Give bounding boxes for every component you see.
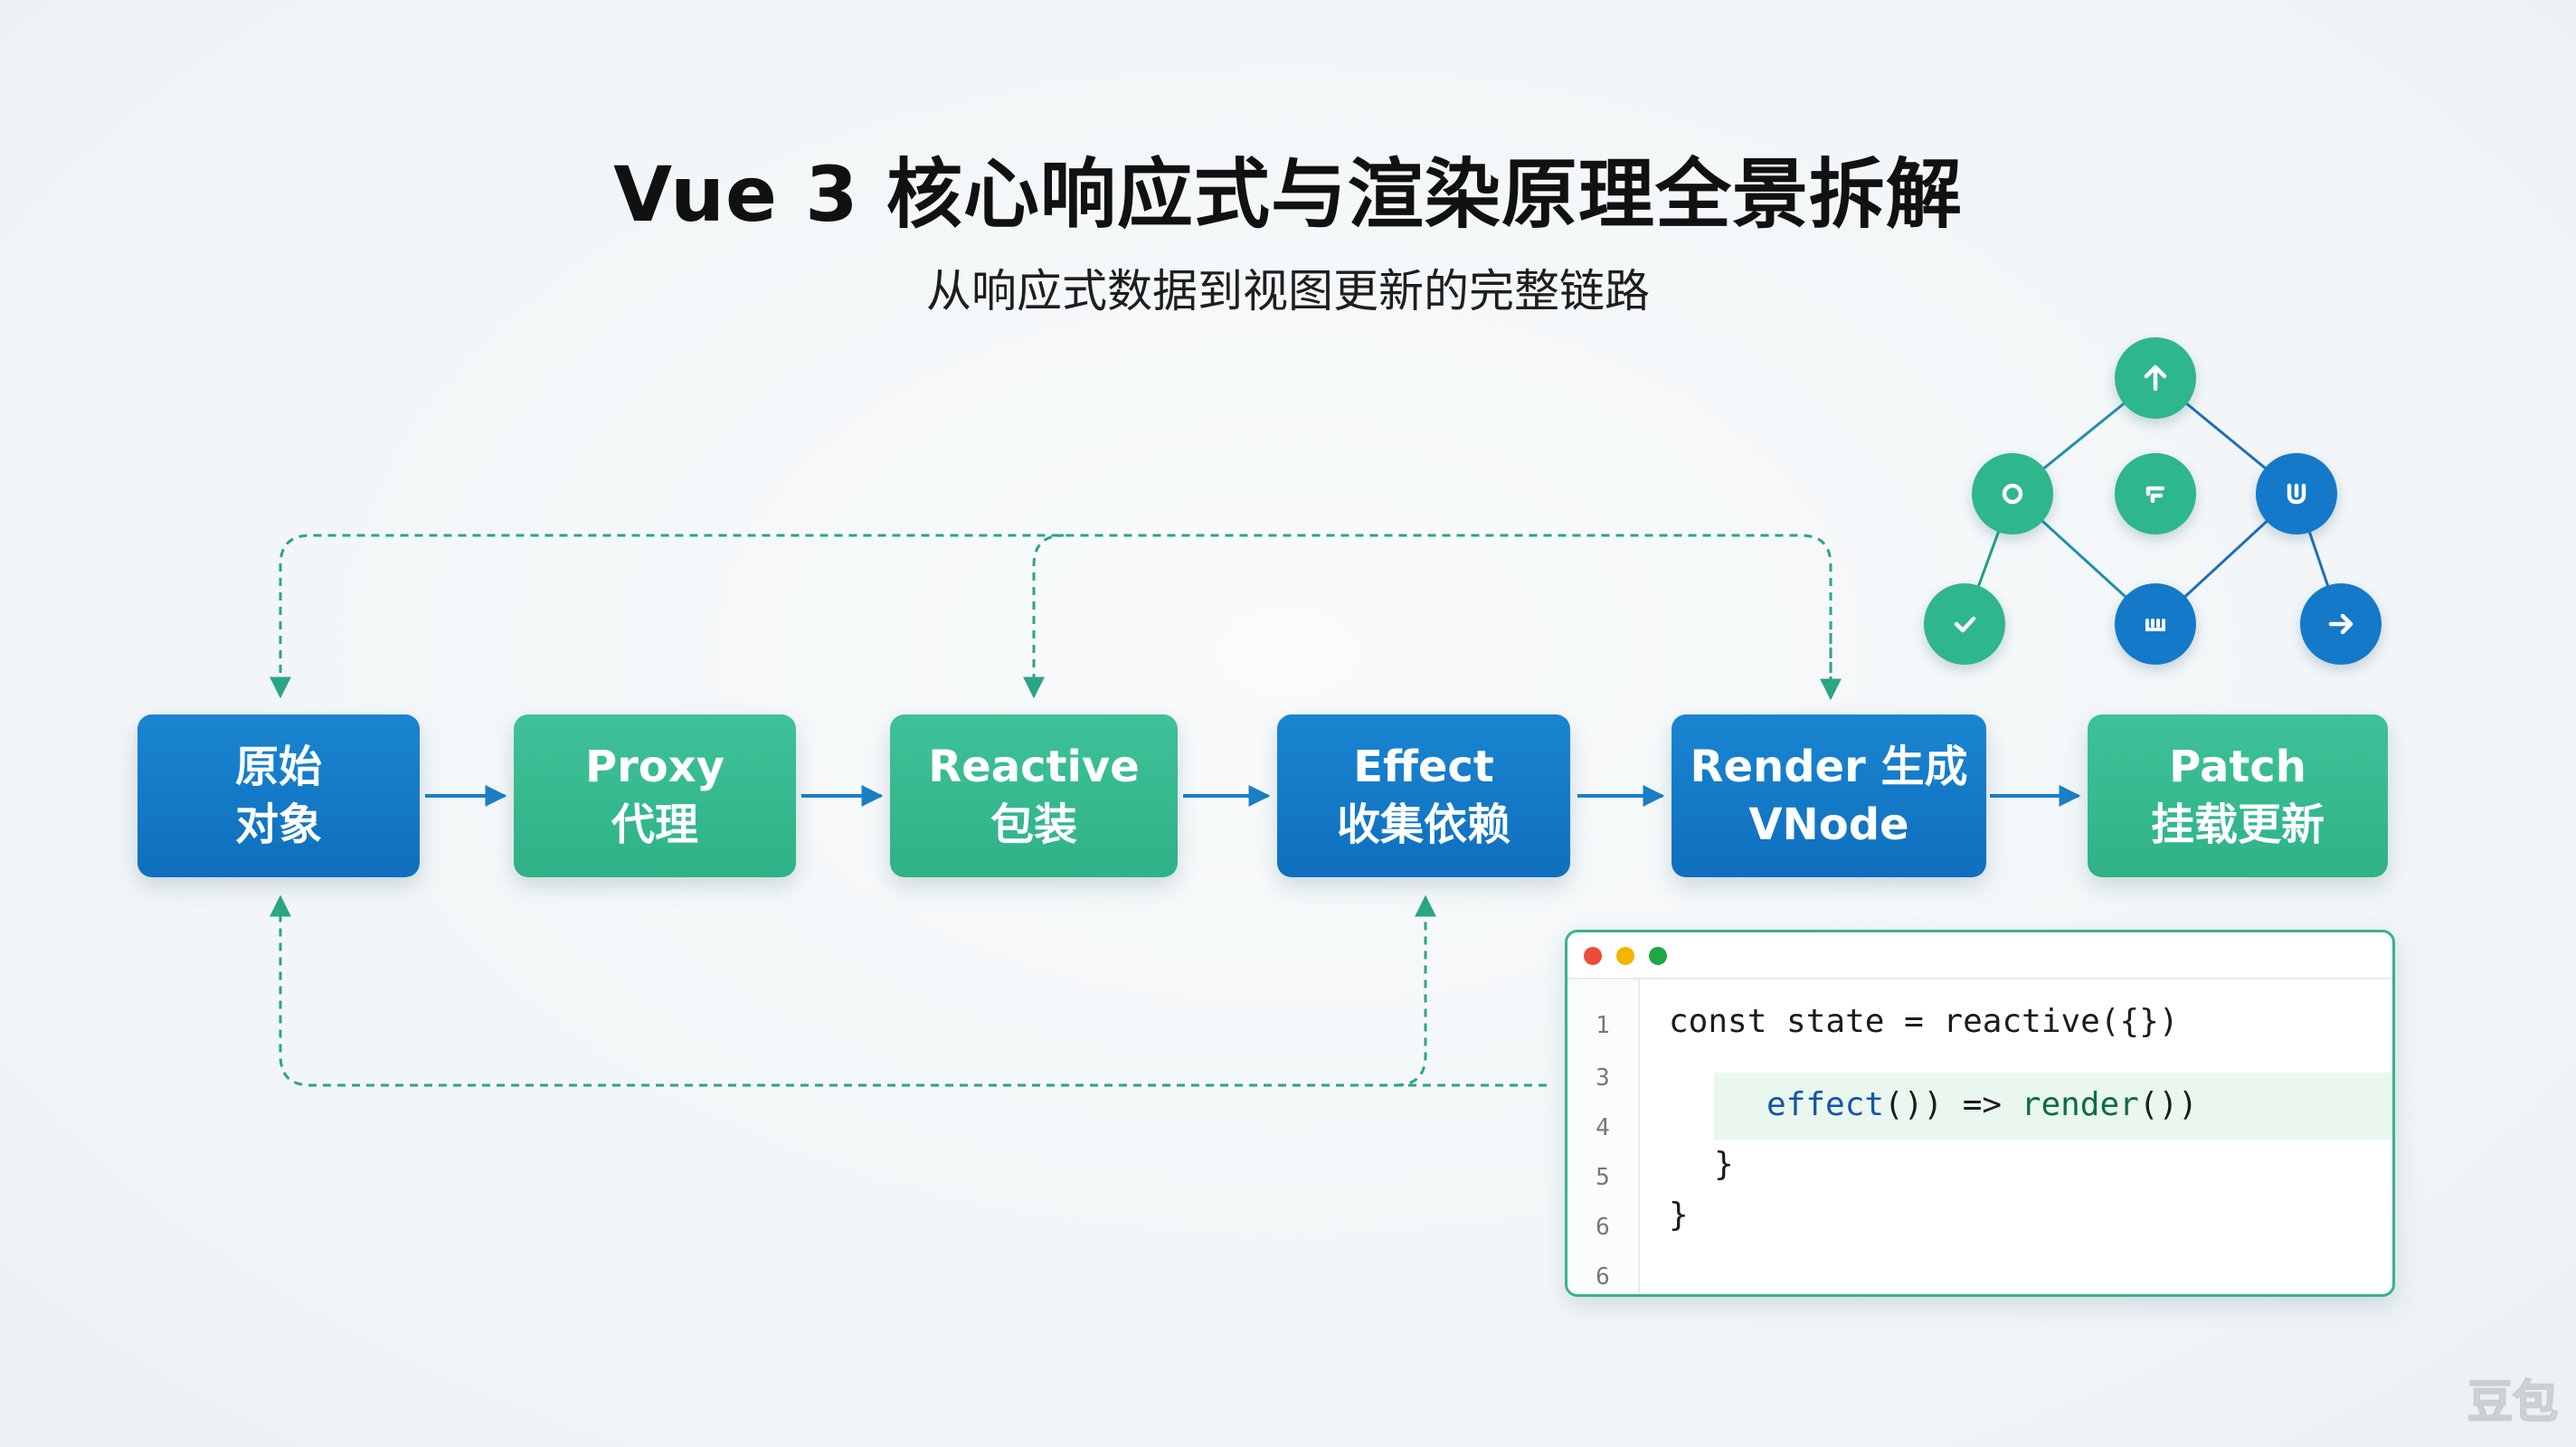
code-line: effect()) => render())	[1766, 1086, 2198, 1123]
code-fn-render: render	[2021, 1086, 2139, 1123]
step-label-line2: 包装	[990, 799, 1077, 850]
step-label-line2: 代理	[611, 799, 698, 850]
line-number: 4	[1596, 1114, 1610, 1141]
step-reactive: Reactive 包装	[890, 714, 1178, 877]
step-label-line1: Render 生成	[1690, 742, 1968, 792]
window-close-dot	[1584, 947, 1602, 965]
window-maximize-dot	[1649, 947, 1667, 965]
window-minimize-dot	[1616, 947, 1634, 965]
arrow-right-icon	[2300, 583, 2382, 665]
page-subtitle: 从响应式数据到视图更新的完整链路	[926, 265, 1650, 317]
step-label-line1: 原始	[234, 742, 322, 792]
line-number-gutter	[1567, 979, 1640, 1294]
grid-icon	[2115, 583, 2196, 665]
highlighted-line	[1714, 1073, 2392, 1140]
step-label-line2: VNode	[1748, 799, 1909, 850]
code-fragment: ())	[2138, 1086, 2198, 1123]
top-feedback-loop	[270, 534, 1833, 699]
line-number: 6	[1596, 1214, 1610, 1241]
bottom-feedback-branch	[1395, 894, 1436, 1087]
line-number: 5	[1596, 1164, 1610, 1191]
code-fn-effect: effect	[1766, 1086, 1885, 1123]
top-feedback-branch-middle	[1023, 534, 1065, 699]
step-label-line2: 挂载更新	[2150, 799, 2325, 850]
step-label-line1: Effect	[1353, 742, 1494, 792]
code-fragment: ()) =>	[1884, 1086, 2022, 1123]
step-label-line2: 对象	[234, 799, 322, 850]
code-line: }	[1714, 1146, 1734, 1183]
step-raw-object: 原始 对象	[137, 714, 420, 877]
arrow-up-icon	[2115, 337, 2196, 419]
watermark: 豆包	[2467, 1375, 2559, 1429]
code-window: 1 3 4 5 6 6 const state = reactive({}) e…	[1565, 930, 2395, 1297]
step-label-line1: Proxy	[584, 742, 725, 792]
step-effect: Effect 收集依赖	[1277, 714, 1570, 877]
line-number: 6	[1596, 1263, 1610, 1291]
step-proxy: Proxy 代理	[514, 714, 796, 877]
flag-icon	[2115, 453, 2196, 534]
line-number: 3	[1596, 1064, 1610, 1092]
step-label-line2: 收集依赖	[1336, 799, 1511, 850]
magnet-icon	[2256, 453, 2337, 534]
code-line: const state = reactive({})	[1669, 1003, 2179, 1040]
circle-icon	[1972, 453, 2053, 534]
step-label-line1: Reactive	[928, 742, 1140, 792]
bottom-feedback-loop	[270, 894, 1547, 1087]
page-title: Vue 3 核心响应式与渲染原理全景拆解	[613, 150, 1963, 239]
code-line: }	[1669, 1196, 1689, 1234]
step-render-vnode: Render 生成 VNode	[1672, 714, 1986, 877]
check-icon	[1924, 583, 2005, 665]
step-patch: Patch 挂载更新	[2088, 714, 2388, 877]
code-window-titlebar	[1567, 932, 2392, 979]
line-number: 1	[1596, 1012, 1610, 1039]
step-label-line1: Patch	[2169, 742, 2306, 792]
